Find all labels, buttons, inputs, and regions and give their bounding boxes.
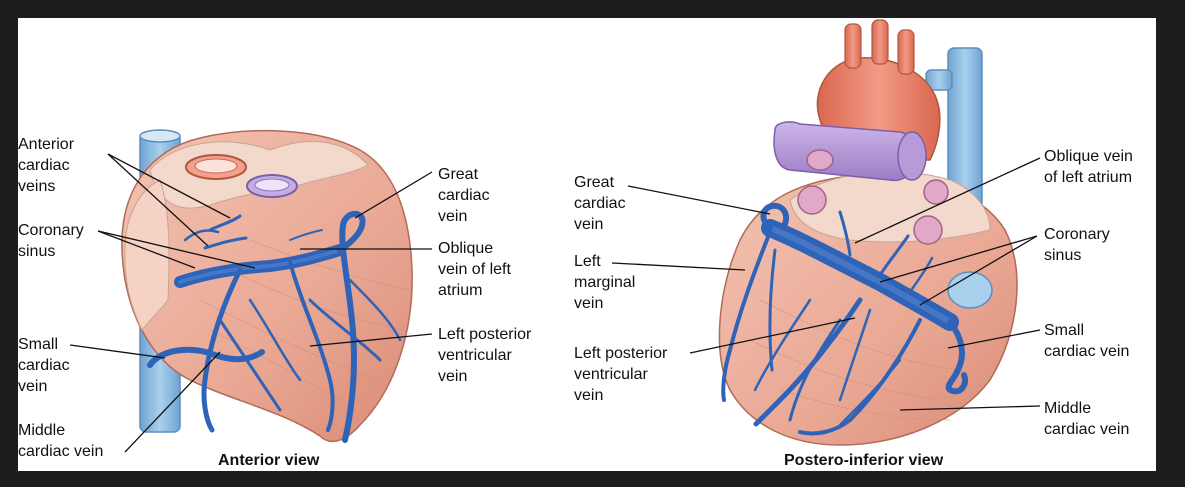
- posterior-left-posterior-ventricular-vein: [753, 297, 863, 427]
- anterior-great-cardiac-vein: [337, 210, 366, 443]
- leader-coronary-sinus-1: [97, 230, 196, 269]
- leader-lpv-anterior: [309, 333, 433, 347]
- leader-small-cardiac: [69, 344, 166, 359]
- posterior-aorta-branch-1: [844, 23, 862, 69]
- anterior-aorta-lumen: [194, 158, 238, 174]
- anterior-right-atrium: [124, 179, 170, 331]
- leader-small-cardiac-posterior: [947, 329, 1041, 349]
- label-small-cardiac-vein-anterior: Small cardiac vein: [18, 336, 70, 395]
- posterior-middle-cardiac-vein: [798, 318, 922, 436]
- posterior-aorta-branch-2: [871, 19, 889, 65]
- anterior-small-cardiac-vein: [147, 346, 265, 368]
- leader-coronary-sinus-posterior-2: [919, 235, 1038, 306]
- leader-middle-cardiac: [124, 351, 221, 453]
- anterior-left-posterior-ventricular-vein: [288, 260, 335, 432]
- title-postero-inferior-view: Postero-inferior view: [784, 452, 944, 469]
- posterior-great-cardiac-vein: [760, 202, 790, 231]
- leader-great-cardiac: [354, 171, 433, 219]
- leader-coronary-sinus-2: [97, 230, 256, 269]
- label-anterior-cardiac-veins: Anterior cardiac veins: [18, 136, 75, 195]
- anterior-vena-cava-opening: [139, 129, 181, 143]
- leader-lpv-posterior: [689, 317, 856, 354]
- anterior-veins: [147, 210, 402, 443]
- label-lpv-posterior: Left posterior ventricular vein: [574, 345, 668, 404]
- leader-anterior-cardiac-2: [107, 153, 209, 247]
- label-great-cardiac-vein-anterior: Great cardiac vein: [438, 166, 490, 225]
- leader-coronary-sinus-posterior-1: [879, 235, 1038, 283]
- label-middle-cardiac-vein-anterior: Middle cardiac vein: [18, 422, 104, 460]
- label-coronary-sinus-posterior: Coronary sinus: [1044, 226, 1110, 264]
- posterior-ivc-opening: [947, 271, 993, 309]
- posterior-pulmonary-vein-3: [923, 179, 949, 205]
- posterior-oblique-vein: [838, 210, 852, 257]
- label-great-cardiac-vein-posterior: Great cardiac vein: [574, 174, 626, 233]
- posterior-left-marginal-vein: [721, 230, 772, 402]
- posterior-pulmonary-vein-4: [913, 215, 943, 245]
- label-oblique-vein-posterior: Oblique vein of left atrium: [1044, 148, 1133, 186]
- leader-left-marginal: [611, 262, 746, 271]
- leader-oblique-posterior: [854, 157, 1041, 244]
- posterior-veins: [721, 202, 968, 436]
- leader-great-cardiac-posterior: [627, 185, 771, 215]
- posterior-vena-cava-branch: [925, 69, 953, 91]
- anterior-heart: [121, 129, 413, 443]
- posterior-aorta-branch-3: [897, 29, 915, 75]
- posterior-pulmonary-opening: [897, 131, 927, 181]
- anterior-pulmonary-lumen: [254, 178, 290, 192]
- leader-lines: [69, 153, 1041, 453]
- posterior-pulmonary-vein-1: [806, 149, 834, 171]
- posterior-small-cardiac-vein: [945, 319, 968, 395]
- title-anterior-view: Anterior view: [218, 452, 320, 469]
- label-left-marginal-vein: Left marginal vein: [574, 253, 636, 312]
- label-small-cardiac-vein-posterior: Small cardiac vein: [1044, 322, 1130, 360]
- anterior-cardiac-vein-branches: [208, 214, 242, 232]
- leader-middle-cardiac-posterior: [899, 405, 1041, 411]
- leader-anterior-cardiac-1: [107, 153, 231, 219]
- anterior-middle-cardiac-vein: [201, 267, 243, 433]
- posterior-pulmonary-vein-2: [797, 185, 827, 215]
- posterior-heart: [718, 19, 1018, 446]
- label-middle-cardiac-vein-posterior: Middle cardiac vein: [1044, 400, 1130, 438]
- label-oblique-vein-anterior: Oblique vein of left atrium: [438, 240, 511, 299]
- label-lpv-anterior: Left posterior ventricular vein: [438, 326, 532, 385]
- label-coronary-sinus-anterior: Coronary sinus: [18, 222, 84, 260]
